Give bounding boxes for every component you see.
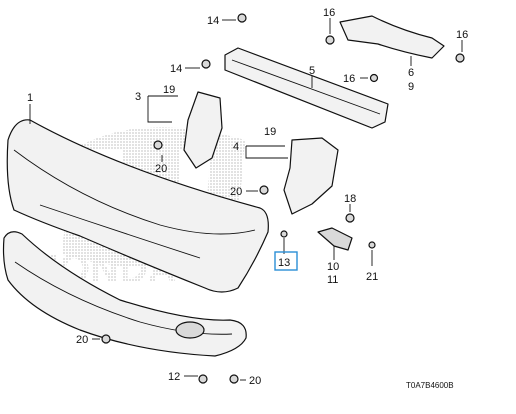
clip-icon: [153, 140, 163, 150]
bolt-icon: [369, 73, 379, 83]
callout-14: 14: [207, 15, 219, 27]
callout-1: 1: [27, 92, 33, 104]
callout-16: 16: [323, 7, 335, 19]
bolt-icon: [198, 374, 208, 384]
callout-14: 14: [170, 63, 182, 75]
callout-11: 11: [327, 274, 338, 286]
callout-16: 16: [456, 29, 468, 41]
highlight-box: [274, 251, 298, 271]
bolt-icon: [201, 59, 211, 69]
leader-lines: [29, 18, 463, 381]
clip-icon: [101, 334, 111, 344]
callout-21: 21: [366, 271, 378, 283]
fasteners: [101, 13, 465, 384]
callout-6: 6: [408, 67, 414, 79]
callout-12: 12: [168, 371, 180, 383]
callout-5: 5: [309, 65, 315, 77]
clip-icon: [345, 213, 355, 223]
callout-20: 20: [76, 334, 88, 346]
callout-labels: 1 3 4 5 6 9 10 11 12 13 14 14 16 16 16 1…: [27, 7, 468, 387]
part-left-bracket[interactable]: [183, 91, 223, 169]
part-front-bumper[interactable]: [6, 119, 269, 293]
diagram-code: T0A7B4600B: [406, 381, 454, 390]
callout-3: 3: [135, 91, 141, 103]
bolt-icon: [237, 13, 247, 23]
callout-16: 16: [343, 73, 355, 85]
part-small-bracket[interactable]: [317, 227, 353, 251]
bolt-icon: [455, 53, 465, 63]
part-right-bracket[interactable]: [283, 137, 339, 215]
callout-4: 4: [233, 141, 239, 153]
part-upper-bracket[interactable]: [339, 15, 445, 59]
callout-19: 19: [264, 126, 276, 138]
clip-icon: [259, 185, 269, 195]
callout-18: 18: [344, 193, 356, 205]
callout-13: 13: [278, 257, 290, 269]
part-reinforcement-beam[interactable]: [224, 47, 389, 129]
callout-10: 10: [327, 261, 339, 273]
callout-19: 19: [163, 84, 175, 96]
part-lower-bumper[interactable]: [2, 231, 247, 357]
callout-20: 20: [230, 186, 242, 198]
clip-icon: [280, 230, 288, 238]
callout-20: 20: [249, 375, 261, 387]
callout-20: 20: [155, 163, 167, 175]
callout-9: 9: [408, 81, 414, 93]
clip-icon: [368, 241, 376, 249]
clip-icon: [229, 374, 239, 384]
bolt-icon: [325, 35, 335, 45]
